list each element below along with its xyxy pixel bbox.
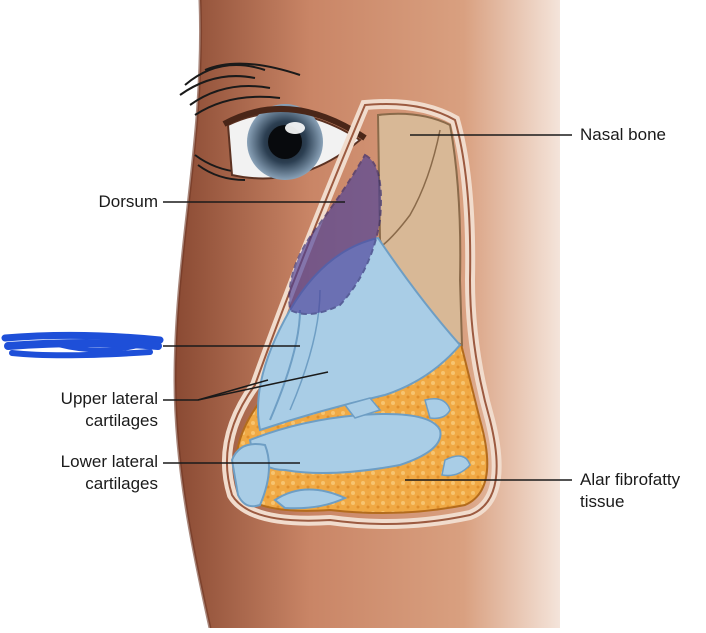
label-lower-lateral-line1: Lower lateral [60, 452, 158, 471]
sesamoid-cartilage-1 [343, 397, 382, 419]
label-upper-lateral-line2: cartilages [85, 411, 158, 430]
nostril-edge [273, 488, 348, 510]
nasal-bone-suture [382, 129, 441, 246]
label-alar-line1: Alar fibrofatty [580, 470, 681, 489]
upper-eyelid [222, 106, 367, 141]
leader-lines [163, 134, 572, 481]
label-nasal-bone: Nasal bone [580, 125, 667, 144]
label-upper-lateral-line1: Upper lateral [60, 389, 158, 408]
lower-lateral-cartilage [248, 413, 442, 475]
redaction-scribble [1, 331, 164, 359]
sesamoid-cartilage-3 [441, 455, 471, 477]
label-alar-line2: tissue [580, 492, 625, 511]
sesamoid-cartilage-2 [424, 398, 451, 420]
lower-lateral-cartilage-medial [230, 443, 270, 508]
label-dorsum: Dorsum [98, 192, 158, 211]
eye-highlight [285, 122, 305, 134]
leader-upper-lateral-a [197, 379, 269, 401]
label-lower-lateral-line2: cartilages [85, 474, 158, 493]
dorsum-overlay [288, 153, 382, 315]
leader-upper-lateral-b [197, 371, 329, 401]
